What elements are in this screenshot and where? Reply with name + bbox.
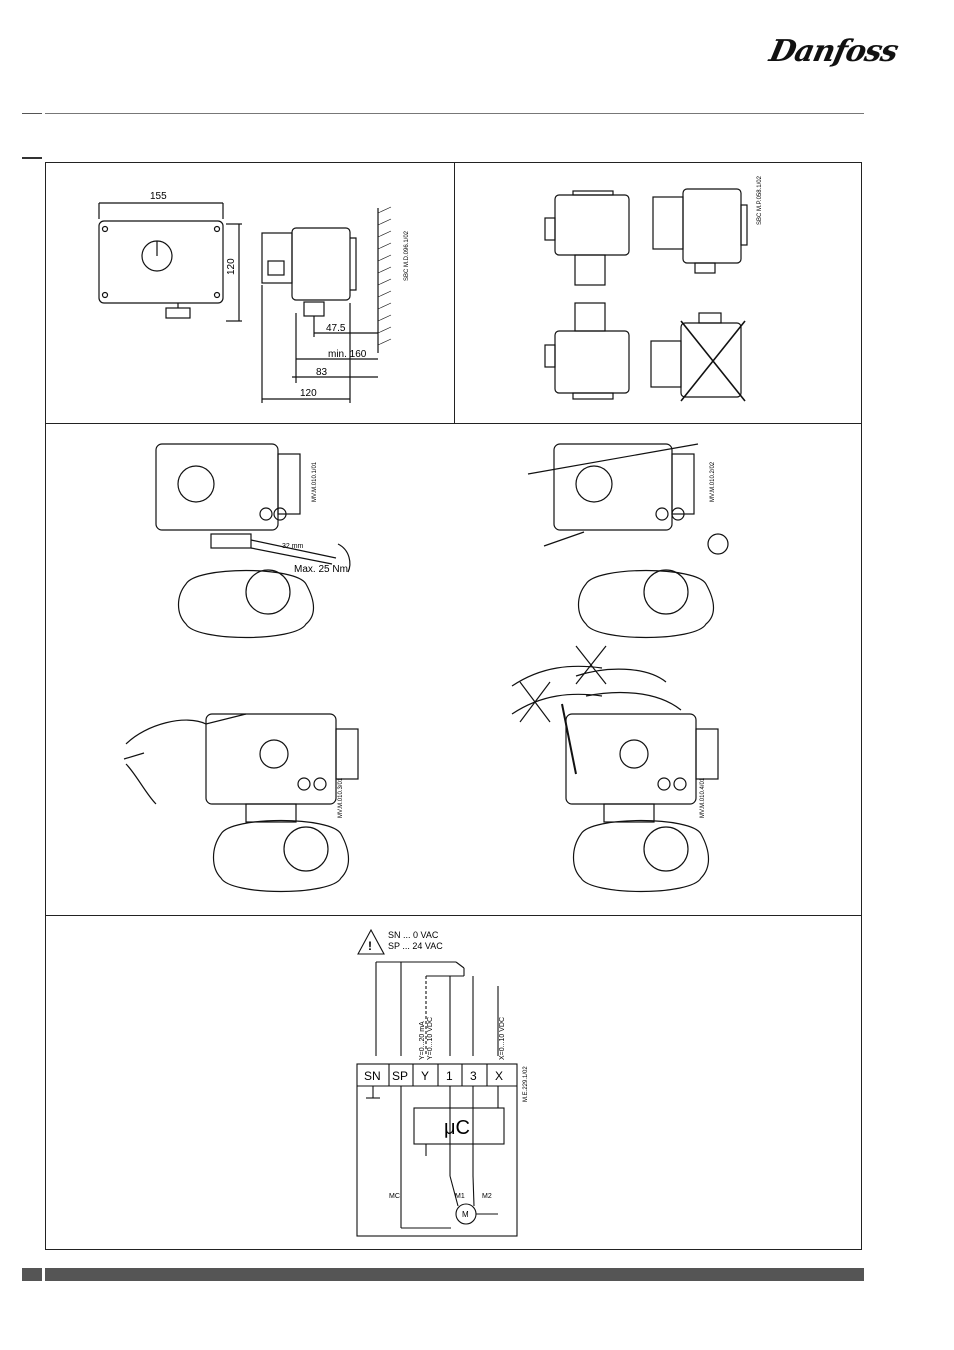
dim-155: 155 <box>150 191 167 202</box>
y-current-label: Y=0...20 mA <box>419 1021 426 1060</box>
terminal-1: 1 <box>446 1069 453 1083</box>
dim-ref-code: SBC M.D.096.1/02 <box>404 230 410 281</box>
mounting-drawing: 32 mm Max. 25 Nm MV.M.010.1/01 MV.M.010.… <box>46 424 861 915</box>
footer-bar <box>45 1268 864 1281</box>
footer-marker <box>22 1268 42 1281</box>
terminal-x: X <box>495 1069 503 1083</box>
terminal-3: 3 <box>470 1069 477 1083</box>
mounting-ref-3: MV.M.010.3/01 <box>338 777 344 818</box>
m1-label: M1 <box>455 1193 465 1200</box>
orientation-drawing: SBC M.P.058.1/02 <box>455 163 861 423</box>
logo-text: Danfoss <box>766 34 873 69</box>
dim-120-height: 120 <box>226 258 237 275</box>
torque-label: Max. 25 Nm <box>294 564 348 575</box>
sn-note: SN ... 0 VAC <box>388 930 439 940</box>
x-voltage-label: X=0...10 VDC <box>499 1017 506 1060</box>
controller-label: μC <box>444 1117 470 1139</box>
dim-120-depth: 120 <box>300 388 317 399</box>
terminal-y: Y <box>421 1069 429 1083</box>
mounting-ref-1: MV.M.010.1/01 <box>312 461 318 502</box>
dimension-drawing: 155 120 47.5 min. 160 83 120 SBC M.D.096… <box>46 163 454 423</box>
y-voltage-label: Y=0...10 VDC <box>427 1017 434 1060</box>
mounting-ref-2: MV.M.010.2/02 <box>710 461 716 502</box>
dim-min-160: min. 160 <box>328 349 367 360</box>
terminal-sp: SP <box>392 1069 408 1083</box>
sp-note: SP ... 24 VAC <box>388 941 443 951</box>
orientation-ref-code: SBC M.P.058.1/02 <box>757 175 763 225</box>
mc-label: MC <box>389 1193 400 1200</box>
dim-83: 83 <box>316 367 328 378</box>
wrench-size-label: 32 mm <box>282 543 304 550</box>
motor-label: M <box>462 1210 469 1219</box>
dim-47-5: 47.5 <box>326 323 346 334</box>
section-marker <box>22 157 42 159</box>
header-rule <box>45 113 864 114</box>
mounting-ref-4: MV.M.010.4/01 <box>700 777 706 818</box>
warning-icon: ! <box>368 939 372 953</box>
header-rule-short <box>22 113 42 114</box>
wiring-diagram: ! SN ... 0 VAC SP ... 24 VAC SN SP Y 1 3… <box>46 916 861 1250</box>
terminal-sn: SN <box>364 1069 381 1083</box>
m2-label: M2 <box>482 1193 492 1200</box>
wiring-ref-code: M.E.229.1/02 <box>523 1066 529 1102</box>
danfoss-logo: Danfoss <box>770 34 870 76</box>
